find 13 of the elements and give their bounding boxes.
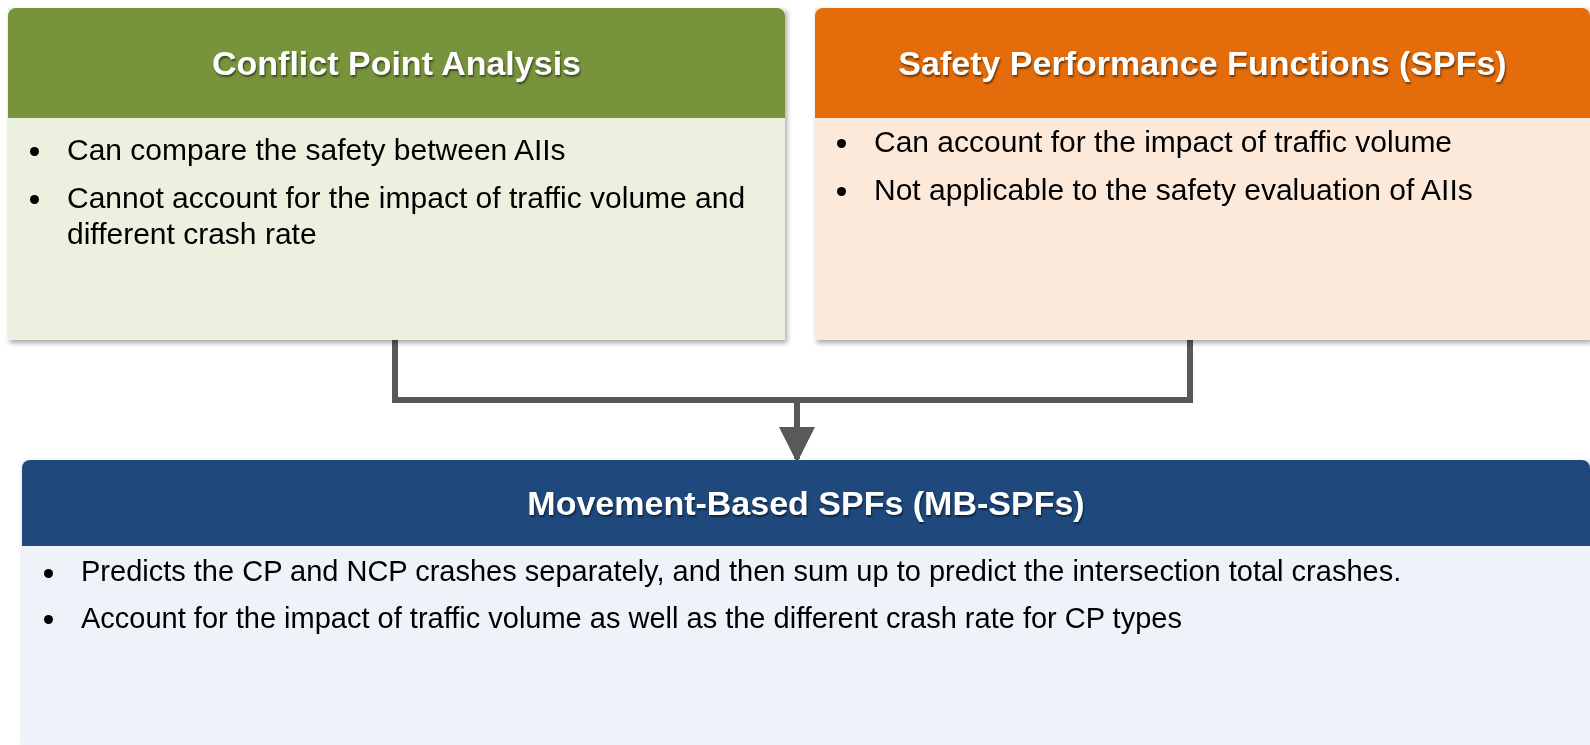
bullet-text: Can compare the safety between AIIs — [67, 132, 566, 168]
bullet-text: Can account for the impact of traffic volume — [874, 124, 1453, 160]
card — [815, 8, 1590, 340]
bullet-text: Not applicable to the safety evaluation of AIIs — [874, 172, 1473, 208]
bullet-text: Account for the impact of traffic volume as well as the different crash rate for CP types — [81, 600, 1182, 636]
header-bar: Safety Performance Functions (SPFs) — [815, 8, 1590, 118]
card — [8, 8, 785, 340]
bullet-text: Predicts the CP and NCP crashes separately, and then sum up to predict the intersection total crashes. — [81, 554, 1402, 589]
bullet-text: Cannot account for the impact of traffic volume and different crash rate — [67, 180, 747, 252]
card — [22, 460, 1590, 745]
header-bar: Conflict Point Analysis — [8, 8, 785, 118]
header-bar: Movement-Based SPFs (MB-SPFs) — [22, 460, 1590, 546]
arrow — [779, 340, 1193, 463]
